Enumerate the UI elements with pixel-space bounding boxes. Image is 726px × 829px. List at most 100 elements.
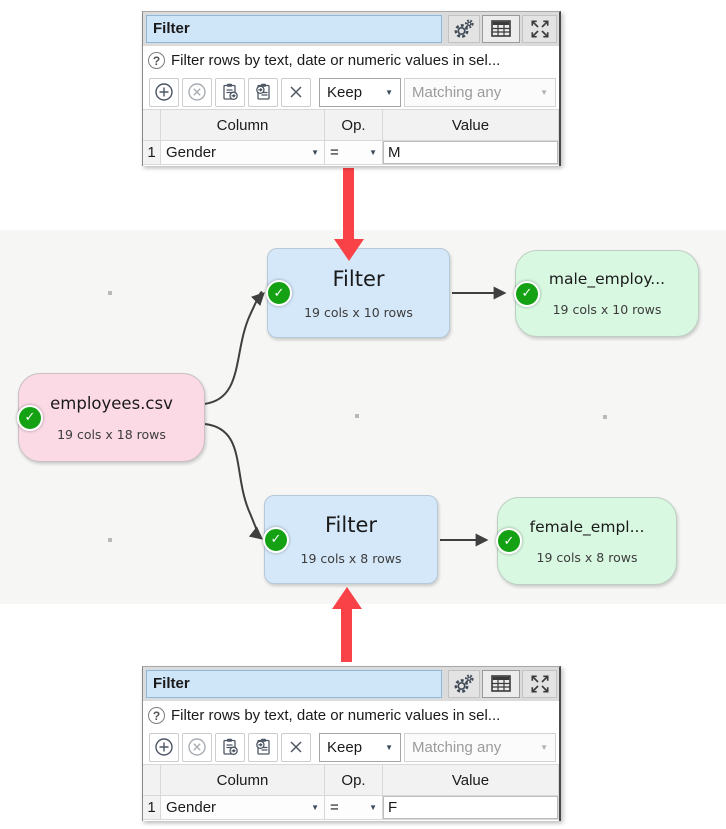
- filter-panel-top: Filter: [142, 11, 561, 166]
- gear-icon: [454, 674, 474, 693]
- op-value: =: [330, 799, 339, 816]
- help-text: Filter rows by text, date or numeric val…: [171, 707, 501, 724]
- chevron-down-icon: ▼: [385, 742, 393, 752]
- row-number: 1: [143, 141, 161, 165]
- value-header: Value: [383, 110, 559, 141]
- row-number: 1: [143, 796, 161, 820]
- annotation-arrow-down-head: [334, 239, 364, 261]
- node-title: employees.csv: [50, 393, 173, 413]
- keep-remove-select[interactable]: Keep ▼: [319, 77, 401, 107]
- copy-criteria-button[interactable]: [215, 732, 245, 762]
- help-text: Filter rows by text, date or numeric val…: [171, 52, 501, 69]
- cross-icon: [290, 86, 302, 98]
- column-value: Gender: [166, 144, 217, 161]
- panel-title-field[interactable]: Filter: [146, 15, 442, 43]
- column-select[interactable]: Gender ▼: [161, 796, 325, 820]
- paste-criteria-button[interactable]: [248, 732, 278, 762]
- row-number-header: [143, 110, 161, 141]
- op-value: =: [330, 144, 339, 161]
- panel-titlebar: Filter: [143, 667, 559, 701]
- node-title: Filter: [332, 266, 385, 291]
- expand-button[interactable]: [522, 670, 557, 698]
- delete-button[interactable]: [281, 732, 311, 762]
- circle-plus-icon: [155, 83, 173, 101]
- annotation-arrow-up: [341, 608, 352, 662]
- help-row: ? Filter rows by text, date or numeric v…: [143, 701, 559, 730]
- value-text: F: [388, 799, 398, 816]
- node-title: female_empl...: [529, 517, 645, 536]
- settings-button[interactable]: [448, 670, 480, 698]
- column-header: Column: [161, 110, 325, 141]
- remove-criteria-button[interactable]: [182, 732, 212, 762]
- clipboard-paste-icon: [256, 83, 270, 100]
- column-select[interactable]: Gender ▼: [161, 141, 325, 165]
- node-title: male_employ...: [548, 270, 666, 288]
- column-header: Column: [161, 765, 325, 796]
- panel-titlebar: Filter: [143, 12, 559, 46]
- matching-mode-value: Matching any: [412, 738, 502, 756]
- value-input[interactable]: F: [383, 796, 559, 820]
- node-employees-csv[interactable]: ✓ employees.csv 19 cols x 18 rows: [17, 373, 205, 462]
- circle-cross-icon: [188, 83, 206, 101]
- column-value: Gender: [166, 799, 217, 816]
- grid-dot: [355, 414, 359, 418]
- table-icon: [491, 675, 511, 692]
- keep-remove-select[interactable]: Keep ▼: [319, 732, 401, 762]
- paste-criteria-button[interactable]: [248, 77, 278, 107]
- value-header: Value: [383, 765, 559, 796]
- help-icon[interactable]: ?: [148, 707, 165, 724]
- add-criteria-button[interactable]: [149, 732, 179, 762]
- table-view-button[interactable]: [482, 670, 520, 698]
- remove-criteria-button[interactable]: [182, 77, 212, 107]
- op-select[interactable]: = ▼: [325, 141, 383, 165]
- grid-dot: [108, 538, 112, 542]
- circle-plus-icon: [155, 738, 173, 756]
- criteria-table: Column Op. Value 1 Gender ▼ = ▼ M: [143, 109, 559, 165]
- clipboard-copy-icon: [223, 738, 238, 756]
- node-filter-top[interactable]: ✓ Filter 19 cols x 10 rows: [266, 248, 450, 338]
- status-ok-icon: ✓: [514, 280, 540, 307]
- filter-panel-bottom: Filter: [142, 666, 561, 821]
- expand-button[interactable]: [522, 15, 557, 43]
- chevron-down-icon: ▼: [540, 742, 548, 752]
- node-dimensions: 19 cols x 10 rows: [552, 302, 662, 317]
- expand-icon: [530, 675, 549, 693]
- table-icon: [491, 20, 511, 37]
- node-dimensions: 19 cols x 8 rows: [300, 551, 402, 566]
- connector-source-to-filter-top: [203, 291, 265, 405]
- status-ok-icon: ✓: [496, 528, 522, 554]
- chevron-down-icon: ▼: [369, 803, 377, 812]
- row-number-header: [143, 765, 161, 796]
- table-view-button[interactable]: [482, 15, 520, 43]
- panel-title-field[interactable]: Filter: [146, 670, 442, 698]
- op-select[interactable]: = ▼: [325, 796, 383, 820]
- copy-criteria-button[interactable]: [215, 77, 245, 107]
- node-filter-bottom[interactable]: ✓ Filter 19 cols x 8 rows: [263, 495, 438, 584]
- chevron-down-icon: ▼: [385, 87, 393, 97]
- node-dimensions: 19 cols x 18 rows: [57, 426, 166, 442]
- cross-icon: [290, 741, 302, 753]
- add-criteria-button[interactable]: [149, 77, 179, 107]
- value-input[interactable]: M: [383, 141, 559, 165]
- annotation-arrow-up-head: [332, 587, 362, 609]
- value-text: M: [388, 144, 401, 161]
- chevron-down-icon: ▼: [540, 87, 548, 97]
- node-dimensions: 19 cols x 8 rows: [536, 549, 638, 565]
- expand-icon: [530, 20, 549, 38]
- node-male-employees[interactable]: ✓ male_employ... 19 cols x 10 rows: [514, 250, 699, 337]
- criteria-table: Column Op. Value 1 Gender ▼ = ▼ F: [143, 764, 559, 820]
- settings-button[interactable]: [448, 15, 480, 43]
- status-ok-icon: ✓: [266, 280, 292, 306]
- annotation-arrow-down: [343, 168, 354, 240]
- keep-remove-value: Keep: [327, 738, 363, 756]
- circle-cross-icon: [188, 738, 206, 756]
- help-icon[interactable]: ?: [148, 52, 165, 69]
- chevron-down-icon: ▼: [311, 803, 319, 812]
- help-row: ? Filter rows by text, date or numeric v…: [143, 46, 559, 75]
- delete-button[interactable]: [281, 77, 311, 107]
- node-female-employees[interactable]: ✓ female_empl... 19 cols x 8 rows: [496, 497, 677, 585]
- connector-source-to-filter-bottom: [204, 423, 264, 540]
- matching-mode-select: Matching any ▼: [404, 77, 556, 107]
- panel-toolbar: Keep ▼ Matching any ▼: [143, 730, 559, 764]
